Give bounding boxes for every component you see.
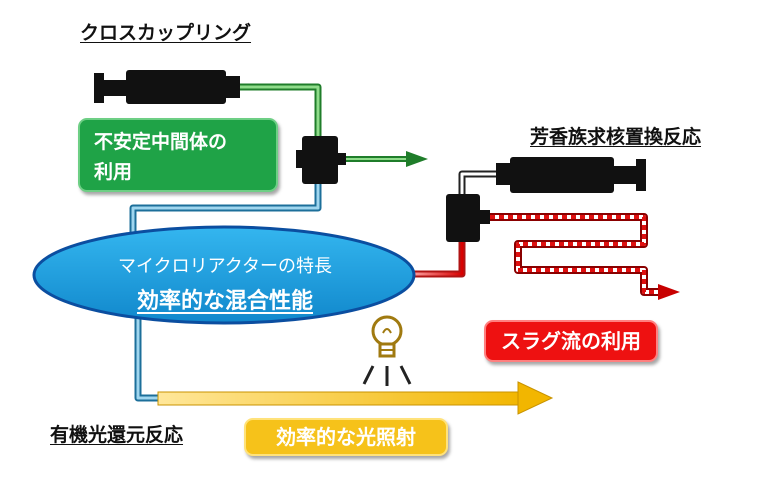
yellow-arrow [157,391,523,406]
center-ellipse-line1: マイクロリアクターの特長 [117,256,333,277]
title-cross-coupling: クロスカップリング [80,22,252,44]
center-ellipse [32,225,416,325]
syringe-right [496,157,646,193]
mixer-top [296,136,346,184]
box-efficient-irradiation: 効率的な光照射 [244,418,448,456]
title-photoreduction: 有機光還元反応 [50,424,184,446]
white-tube-syringe [458,170,496,196]
syringe-top-left [94,70,240,104]
box-unstable-intermediate-line2: 利用 [94,161,133,183]
box-unstable-intermediate: 不安定中間体の 利用 [78,118,278,192]
title-aromatic-substitution: 芳香族求核置換反応 [530,126,702,148]
mixer-right [446,194,490,242]
center-ellipse-line2: 効率的な混合性能 [136,289,313,314]
blue-tube-bottom [134,318,520,402]
box-slug-flow: スラグ流の利用 [484,320,658,362]
box-unstable-intermediate-line1: 不安定中間体の [94,131,228,153]
slug-flow-tube [490,213,680,300]
light-bulb-icon [362,315,412,386]
